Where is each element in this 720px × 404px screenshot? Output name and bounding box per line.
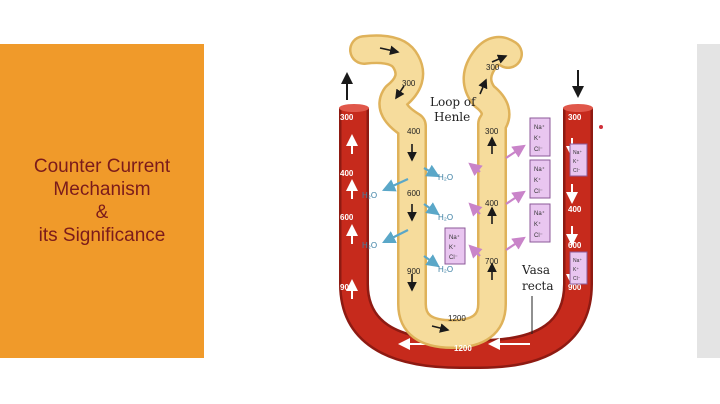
diagram-svg: Loop of Henle 300 400 600 900 1200 300 3…	[339, 34, 603, 369]
title-line-3: &	[95, 202, 109, 223]
ion-box-1: Na⁺ K⁺ Cl⁻	[529, 117, 551, 157]
svg-text:K⁺: K⁺	[534, 177, 541, 184]
water-label-3: H₂O	[362, 241, 377, 250]
counter-current-diagram: Loop of Henle 300 400 600 900 1200 300 3…	[320, 34, 620, 374]
vasa-left-opening	[339, 104, 369, 112]
vasa-right-value-2: 400	[568, 205, 582, 214]
vasa-right-opening	[563, 104, 593, 112]
water-arrow-4	[423, 202, 440, 216]
vasa-ion-box-2: Na⁺ K⁺ Cl⁻	[569, 251, 588, 285]
ion-box-2: Na⁺ K⁺ Cl⁻	[529, 159, 551, 199]
ascending-value-3: 400	[485, 199, 499, 208]
svg-text:K⁺: K⁺	[573, 267, 579, 273]
ascending-value-2: 300	[485, 127, 499, 136]
title-panel: Counter Current Mechanism & its Signific…	[0, 44, 204, 358]
ascending-value-1: 300	[486, 63, 500, 72]
descending-value-4: 900	[407, 267, 421, 276]
descending-value-3: 600	[407, 189, 421, 198]
descending-value-2: 400	[407, 127, 421, 136]
vasa-left-value-2: 400	[340, 169, 354, 178]
ion-box-3: Na⁺ K⁺ Cl⁻	[529, 203, 551, 243]
svg-text:Na⁺: Na⁺	[573, 258, 582, 264]
svg-text:Na⁺: Na⁺	[573, 150, 582, 156]
water-arrow-2	[423, 164, 440, 178]
vasa-left-value-3: 600	[340, 213, 354, 222]
svg-text:K⁺: K⁺	[534, 135, 541, 142]
water-arrow-3	[382, 229, 409, 243]
vasa-left-value-1: 300	[340, 113, 354, 122]
loop-label-line2: Henle	[434, 110, 470, 124]
svg-text:Na⁺: Na⁺	[534, 210, 545, 217]
svg-text:Cl⁻: Cl⁻	[449, 255, 458, 261]
water-label-2: H₂O	[438, 173, 453, 182]
svg-text:Cl⁻: Cl⁻	[573, 276, 581, 282]
title-line-1: Counter Current	[33, 156, 171, 177]
descending-value-1: 300	[402, 79, 416, 88]
title-line-4: its Significance	[38, 225, 166, 246]
vasa-right-value-4: 900	[568, 283, 582, 292]
svg-text:Na⁺: Na⁺	[449, 234, 460, 241]
svg-text:K⁺: K⁺	[534, 221, 541, 228]
svg-text:Cl⁻: Cl⁻	[534, 233, 543, 239]
svg-text:K⁺: K⁺	[573, 159, 579, 165]
vasa-right-value-3: 600	[568, 241, 582, 250]
vasa-label-line1: Vasa	[521, 263, 550, 277]
title-line-2: Mechanism	[53, 179, 151, 200]
vasa-ion-box-1: Na⁺ K⁺ Cl⁻	[569, 143, 588, 177]
ascending-value-4: 700	[485, 257, 499, 266]
next-slide-edge	[697, 44, 720, 358]
svg-text:Na⁺: Na⁺	[534, 166, 545, 173]
water-label-1: H₂O	[362, 191, 377, 200]
red-dot-marker	[599, 125, 603, 129]
water-arrow-1	[382, 178, 409, 192]
svg-text:Na⁺: Na⁺	[534, 124, 545, 131]
svg-text:Cl⁻: Cl⁻	[534, 147, 543, 153]
svg-text:Cl⁻: Cl⁻	[534, 189, 543, 195]
svg-text:K⁺: K⁺	[449, 244, 456, 251]
vasa-right-value-1: 300	[568, 113, 582, 122]
water-arrow-5	[423, 254, 440, 268]
loop-label-line1: Loop of	[430, 95, 477, 109]
vasa-left-value-4: 900	[340, 283, 354, 292]
vasa-bottom-value: 1200	[454, 344, 472, 353]
loop-bottom-value: 1200	[448, 314, 466, 323]
ion-box-4: Na⁺ K⁺ Cl⁻	[444, 227, 466, 265]
vasa-label-line2: recta	[522, 279, 554, 293]
water-label-4: H₂O	[438, 213, 453, 222]
svg-text:Cl⁻: Cl⁻	[573, 168, 581, 174]
water-label-5: H₂O	[438, 265, 453, 274]
